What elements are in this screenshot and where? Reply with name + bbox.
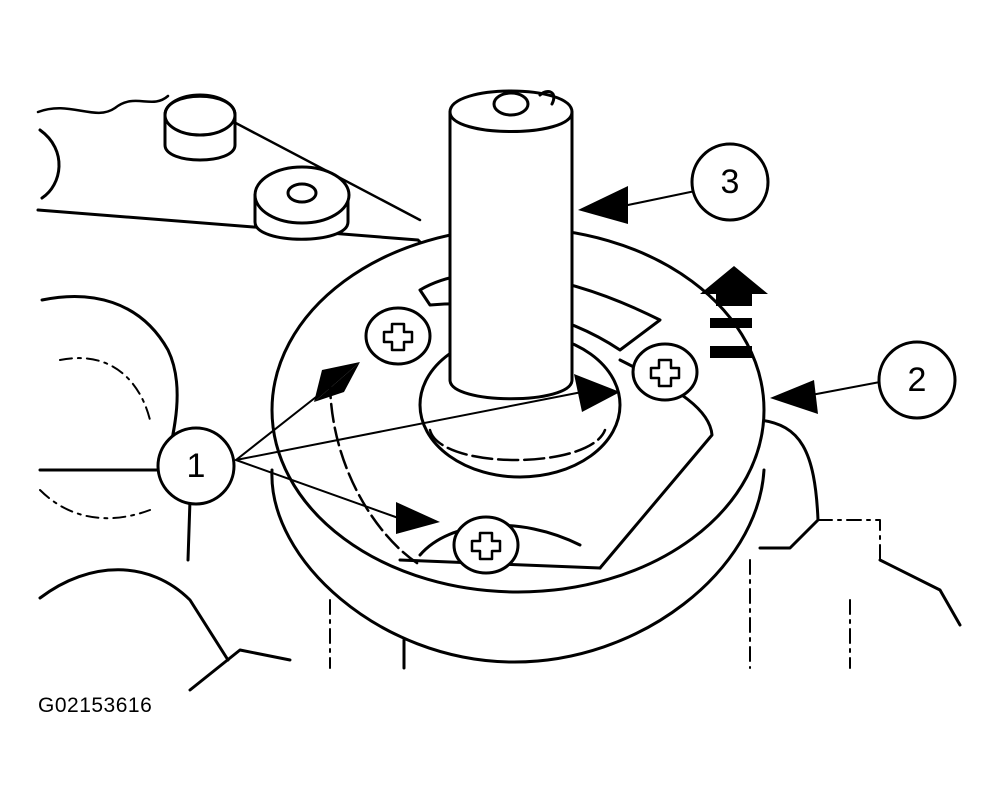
callout-1-label: 1 (187, 447, 206, 485)
up-direction-arrow-icon (700, 266, 768, 358)
casting-boss-left (163, 93, 237, 162)
alignment-tool-shaft (448, 89, 574, 401)
arrowhead (314, 362, 360, 402)
callout-2-leader (805, 381, 881, 397)
casting-boss-right (253, 165, 351, 241)
screw-icon (452, 515, 520, 575)
callout-3-label: 3 (721, 163, 740, 201)
arrowhead (578, 186, 628, 224)
arrowhead (770, 380, 818, 414)
screw-icon (631, 342, 699, 402)
callout-2: 2 (877, 340, 957, 420)
screw-icon (364, 306, 432, 366)
callout-2-label: 2 (908, 361, 927, 399)
callout-1: 1 (156, 426, 236, 506)
arrowhead (396, 502, 440, 534)
callout-3-leader (627, 189, 701, 206)
arrowhead (574, 374, 620, 412)
callout-1-leaders (235, 385, 583, 521)
figure-code: G02153616 (38, 694, 153, 717)
callout-3: 3 (690, 142, 770, 222)
